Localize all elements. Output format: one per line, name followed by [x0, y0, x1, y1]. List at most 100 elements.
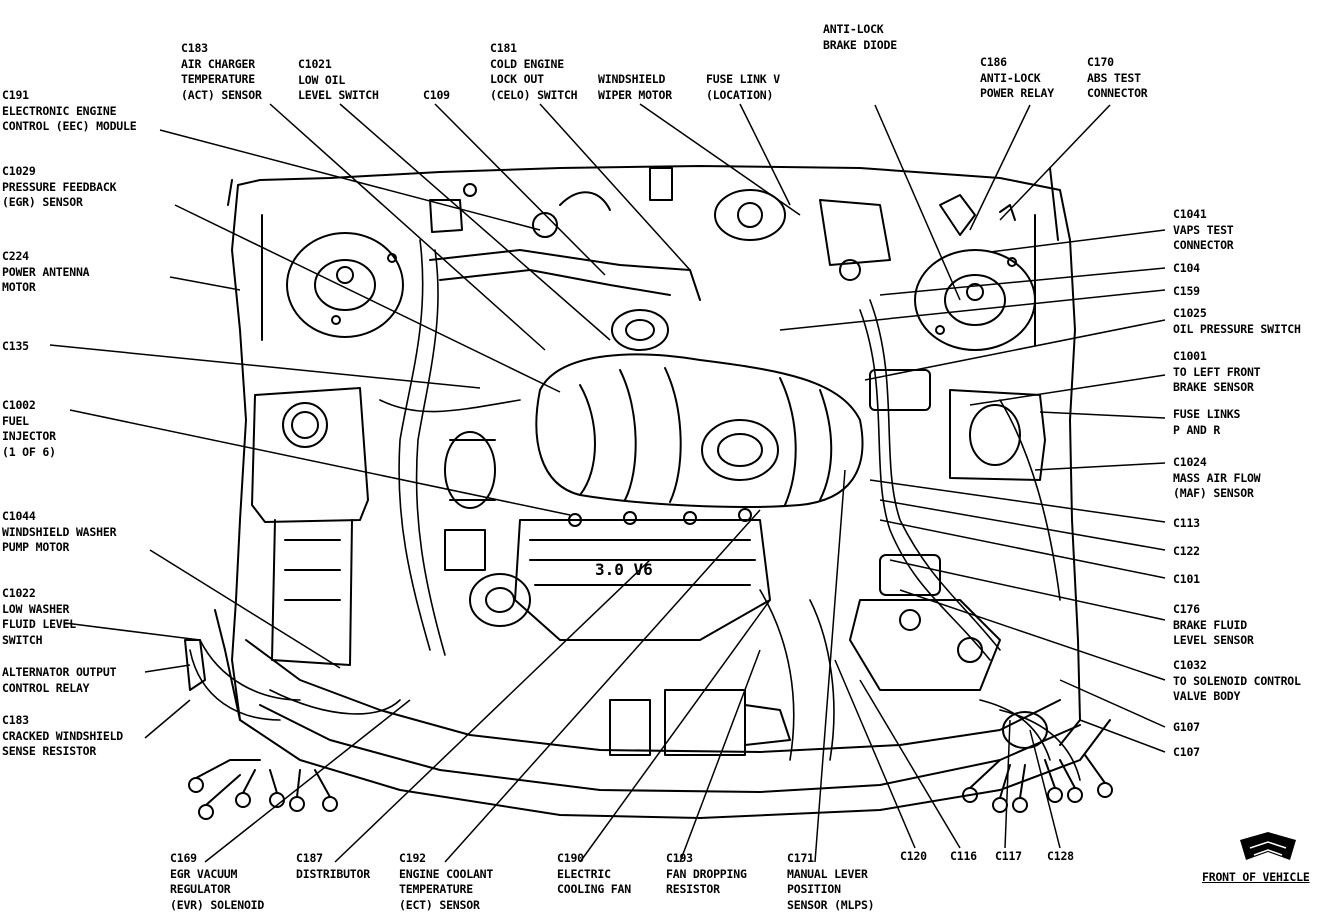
- intake-manifold: [535, 353, 864, 508]
- label-line: C1024: [1173, 455, 1207, 469]
- label-line: C117: [995, 849, 1022, 863]
- label-line: C128: [1047, 849, 1074, 863]
- label-line: WINDSHIELD: [598, 72, 666, 86]
- label-line: WIPER MOTOR: [598, 87, 672, 102]
- label-line: COOLING FAN: [557, 882, 631, 896]
- label-line: C170: [1087, 55, 1114, 69]
- label-line: (CELO) SWITCH: [490, 87, 578, 102]
- label-line: LOW WASHER: [2, 601, 70, 616]
- leader-lines: [49, 103, 1166, 863]
- label-line: PUMP MOTOR: [2, 540, 70, 554]
- label-line: BRAKE DIODE: [823, 37, 897, 52]
- label-line: C1044: [2, 509, 36, 523]
- label-line: C224: [2, 249, 29, 263]
- label-line: C1022: [2, 586, 36, 600]
- label-line: INJECTOR: [2, 429, 56, 443]
- label-line: C1002: [2, 398, 36, 412]
- label-line: POSITION: [787, 882, 841, 896]
- label-line: C1029: [2, 164, 36, 178]
- label-line: C183: [2, 713, 29, 727]
- label-c128: C128: [1047, 849, 1074, 865]
- label-line: CONNECTOR: [1087, 86, 1148, 100]
- label-line: LEVEL SWITCH: [298, 88, 379, 102]
- label-line: VAPS TEST: [1173, 222, 1234, 237]
- label-line: C120: [900, 849, 927, 863]
- label-line: DISTRIBUTOR: [296, 866, 370, 881]
- label-line: C101: [1173, 572, 1200, 586]
- label-line: CONNECTOR: [1173, 238, 1234, 252]
- label-line: SENSE RESISTOR: [2, 744, 97, 758]
- washer-reservoir: [251, 387, 369, 666]
- label-line: (EGR) SENSOR: [2, 195, 83, 209]
- label-line: FUEL: [2, 413, 29, 428]
- label-line: POWER ANTENNA: [2, 264, 90, 279]
- label-line: G107: [1173, 720, 1200, 734]
- label-line: AIR CHARGER: [181, 56, 255, 71]
- label-line: C1001: [1173, 349, 1207, 363]
- label-line: C116: [950, 849, 977, 863]
- label-line: ELECTRONIC ENGINE: [2, 103, 117, 118]
- label-line: CONTROL RELAY: [2, 680, 90, 695]
- label-g107: G107: [1173, 720, 1200, 736]
- label-c107: C107: [1173, 745, 1200, 761]
- label-line: ABS TEST: [1087, 70, 1141, 85]
- label-line: (ECT) SENSOR: [399, 897, 480, 912]
- label-line: C171: [787, 851, 814, 865]
- label-line: ANTI-LOCK: [980, 70, 1041, 85]
- label-line: TO SOLENOID CONTROL: [1173, 673, 1301, 688]
- label-line: C1032: [1173, 658, 1207, 672]
- label-line: C104: [1173, 261, 1200, 275]
- label-line: C1041: [1173, 207, 1207, 221]
- label-c122: C122: [1173, 544, 1200, 560]
- label-c113: C113: [1173, 516, 1200, 532]
- label-c109: C109: [423, 88, 450, 104]
- label-line: C1025: [1173, 306, 1207, 320]
- label-line: C181: [490, 41, 517, 55]
- label-line: FUSE LINK V: [706, 72, 780, 86]
- label-line: C191: [2, 88, 29, 102]
- label-line: C176: [1173, 602, 1200, 616]
- label-line: ANTI-LOCK: [823, 22, 884, 36]
- label-line: C113: [1173, 516, 1200, 530]
- label-line: ELECTRIC: [557, 866, 611, 881]
- label-line: COLD ENGINE: [490, 56, 564, 71]
- label-line: FAN DROPPING: [666, 866, 747, 881]
- maf-sensor-housing: [869, 369, 1046, 481]
- label-line: POWER RELAY: [980, 86, 1054, 100]
- label-c116: C116: [950, 849, 977, 865]
- label-line: RESISTOR: [666, 882, 720, 896]
- label-line: SWITCH: [2, 632, 43, 647]
- label-line: MOTOR: [2, 280, 36, 294]
- label-line: TEMPERATURE: [181, 72, 255, 86]
- label-line: C159: [1173, 284, 1200, 298]
- label-line: CONTROL (EEC) MODULE: [2, 119, 137, 133]
- label-line: OIL PRESSURE SWITCH: [1173, 321, 1301, 336]
- label-line: BRAKE FLUID: [1173, 617, 1247, 632]
- label-line: C192: [399, 851, 426, 865]
- label-line: EGR VACUUM: [170, 866, 238, 881]
- label-line: (EVR) SOLENOID: [170, 897, 265, 912]
- label-line: FLUID LEVEL: [2, 617, 76, 631]
- label-line: LOCK OUT: [490, 72, 544, 86]
